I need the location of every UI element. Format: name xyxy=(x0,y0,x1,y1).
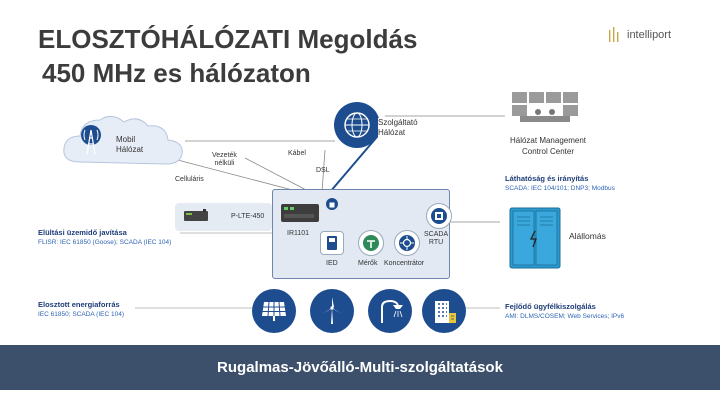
logo-text: intelliport xyxy=(627,29,672,41)
router-chip-icon xyxy=(326,198,338,210)
link-label-cable: Kábel xyxy=(288,150,306,157)
modem-label: P-LTE-450 xyxy=(231,213,265,220)
fault-title: Elültási üzemidő javítása xyxy=(38,228,127,237)
street-lamp-icon xyxy=(368,289,412,333)
provider-network-globe-icon xyxy=(334,102,380,148)
meter-icon xyxy=(358,230,384,256)
footer-text: Rugalmas-Jövőálló-Multi-szolgáltatások xyxy=(217,359,503,376)
concentrator-icon xyxy=(394,230,420,256)
provider-label: Szolgáltató Hálózat xyxy=(378,118,418,138)
cell-tower-icon xyxy=(80,124,102,158)
modem-card: P-LTE-450 xyxy=(175,203,272,231)
wind-turbine-icon xyxy=(310,289,354,333)
customer-sub: AMI: DLMS/COSEM; Web Services; IPv6 xyxy=(505,313,625,320)
distributed-sub: IEC 61850; SCADA (IEC 104) xyxy=(38,311,124,318)
control-center-label: Hálózat Management Control Center xyxy=(509,136,587,156)
substation-label: Alállomás xyxy=(569,231,606,241)
cloud-label: Mobil Hálózat xyxy=(116,135,144,154)
link-label-dsl: DSL xyxy=(316,167,330,174)
fault-sub: FLISR: IEC 61850 (Goose); SCADA (IEC 104… xyxy=(38,239,172,246)
ied-icon xyxy=(320,231,344,255)
router-label: IR1101 xyxy=(287,230,310,237)
page-title-line2: 450 MHz es hálózaton xyxy=(42,58,311,88)
building-icon xyxy=(422,289,466,333)
visibility-title: Láthatóság és irányítás xyxy=(505,174,589,183)
visibility-sub: SCADA: IEC 104/101; DNP3; Modbus xyxy=(505,185,615,192)
distributed-title: Elosztott energiaforrás xyxy=(38,300,120,309)
device-label-scada: SCADA RTU xyxy=(424,231,449,246)
link-label-cellular: Celluláris xyxy=(175,176,204,183)
intelliport-logo-icon xyxy=(608,27,622,43)
control-center-icon xyxy=(510,90,580,126)
device-label-meter: Mérők xyxy=(358,260,378,267)
page-title-line1: ELOSZTÓHÁLÓZATI Megoldás xyxy=(38,24,418,54)
router-icon xyxy=(280,199,322,227)
solar-panel-icon xyxy=(252,289,296,333)
modem-icon xyxy=(183,208,211,224)
footer-banner: Rugalmas-Jövőálló-Multi-szolgáltatások xyxy=(0,345,720,390)
customer-title: Fejlődő ügyfélkiszolgálás xyxy=(505,302,596,311)
device-label-concentrator: Koncentrátor xyxy=(384,260,425,267)
link-label-wireless: Vezeték nélküli xyxy=(212,152,237,167)
substation-icon xyxy=(509,207,561,269)
scada-rtu-icon xyxy=(426,203,452,229)
device-label-ied: IED xyxy=(326,260,338,267)
